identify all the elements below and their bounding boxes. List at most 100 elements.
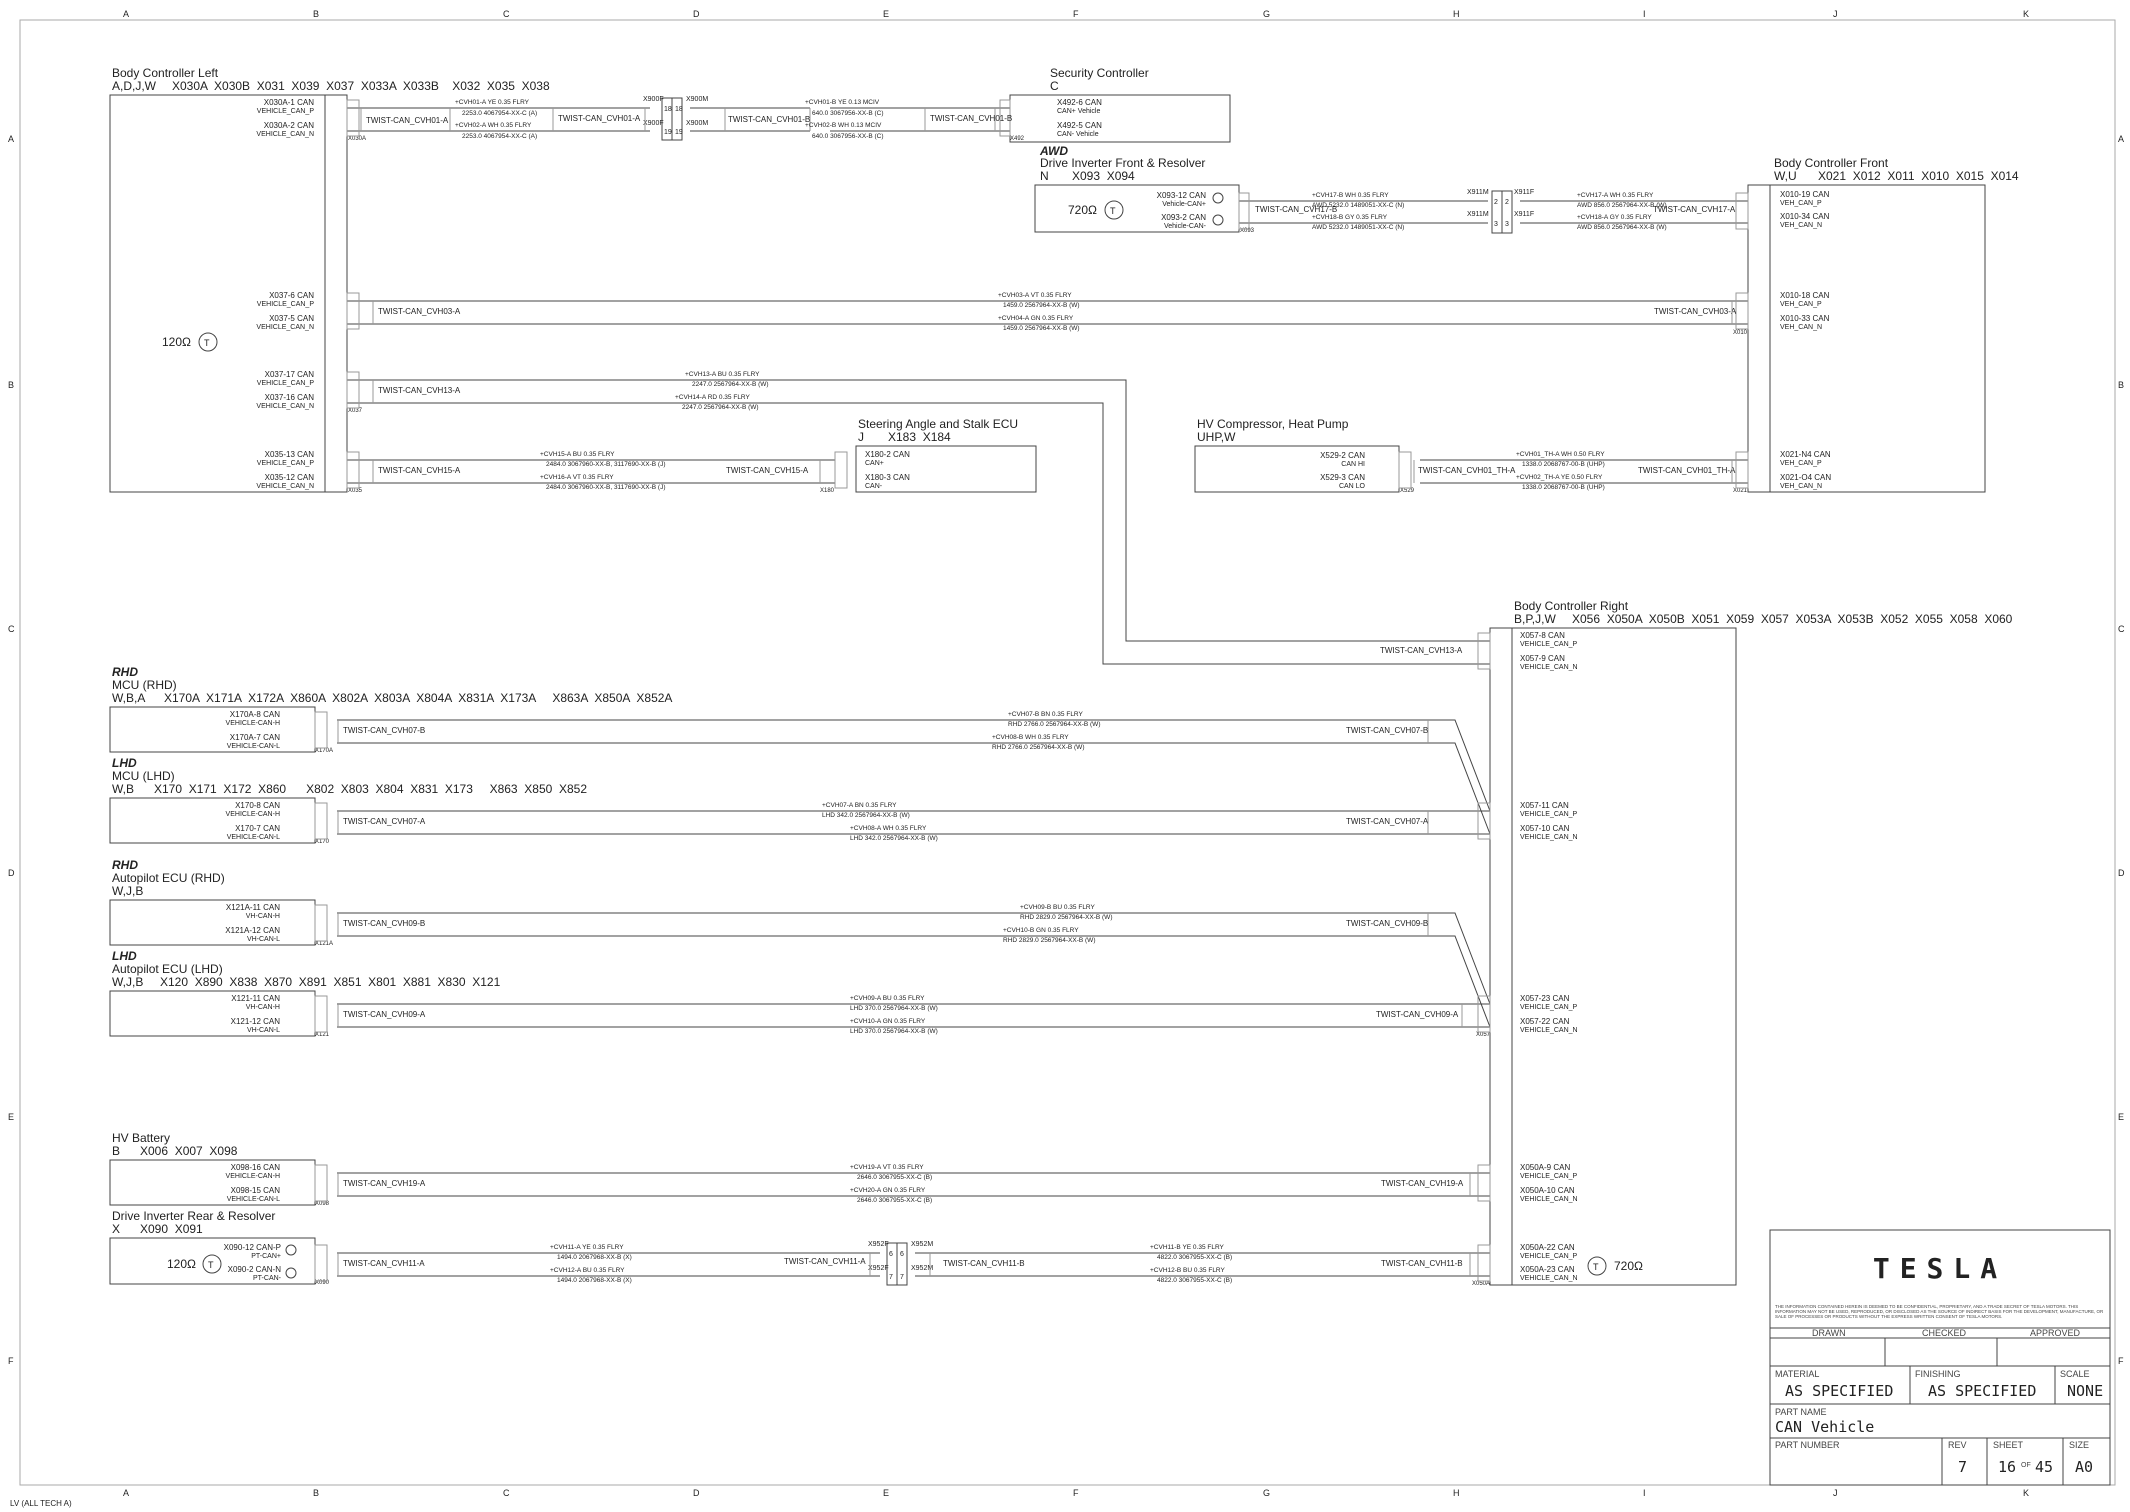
bcf-box xyxy=(1769,184,1986,493)
pin-bcl-2-sig: VEHICLE_CAN_N xyxy=(256,131,314,138)
pin-bcr-6-sig: VEHICLE_CAN_N xyxy=(1520,1027,1578,1034)
splice-pin-2: 18 xyxy=(675,106,683,113)
wire-spec-28-b: 1494.0 2067968-XX-B (X) xyxy=(557,1277,632,1284)
bcr-rhs-header-5 xyxy=(1477,1244,1491,1282)
pin-bcr-8-sig: VEHICLE_CAN_N xyxy=(1520,1196,1578,1203)
twist-11: TWIST-CAN_CVH15-A xyxy=(726,466,809,475)
sec-header xyxy=(999,99,1011,137)
pin-sas-1-sig: CAN+ xyxy=(865,460,884,467)
pin-bcl-5: X037-17 CAN xyxy=(265,370,315,379)
splice-pin-12: 7 xyxy=(900,1274,904,1281)
pin-hvc-1-sig: CAN HI xyxy=(1341,461,1365,468)
dif-pin-circle-2 xyxy=(1212,214,1224,226)
tesla-logo: TESLA xyxy=(1873,1252,2007,1285)
pin-apr-2-sig: VH-CAN-L xyxy=(247,936,280,943)
tb-disclaimer: THE INFORMATION CONTAINED HEREIN IS DEEM… xyxy=(1775,1304,2104,1319)
mcul-header xyxy=(314,802,328,840)
wire-spec-20-b: LHD 342.0 2567964-XX-B (W) xyxy=(850,835,938,842)
wire-spec-18-b: RHD 2766.0 2567964-XX-B (W) xyxy=(992,744,1085,751)
pin-apl-1: X121-11 CAN xyxy=(231,994,280,1003)
dif-title: Drive Inverter Front & Resolver xyxy=(1040,156,1205,170)
twist-bracket-5 xyxy=(372,301,1733,324)
tb-approved: APPROVED xyxy=(2030,1328,2081,1338)
wire-spec-6-b: AWD 5232.0 1489051-XX-C (N) xyxy=(1312,224,1404,231)
bcl-x037-header xyxy=(346,292,360,330)
wire-spec-12-a: +CVH14-A RD 0.35 FLRY xyxy=(675,394,751,401)
pin-hvc-1: X529-2 CAN xyxy=(1320,451,1365,460)
pin-dif-1-sig: Vehicle-CAN+ xyxy=(1162,201,1206,208)
twist-17: TWIST-CAN_CVH07-A xyxy=(343,817,426,826)
mcul-box xyxy=(109,797,316,844)
pin-bcl-7: X035-13 CAN xyxy=(265,450,315,459)
grid-top-k: K xyxy=(2023,9,2029,19)
bcl-x035-header xyxy=(346,451,360,489)
bcf-connectors: X021 X012 X011 X010 X015 X014 xyxy=(1818,169,2019,183)
grid-right-c: C xyxy=(2118,624,2125,634)
apr-conn-tag: X121A xyxy=(315,941,333,947)
wire-spec-6-a: +CVH18-B GY 0.35 FLRY xyxy=(1312,214,1388,221)
dir-term-label: 120Ω xyxy=(167,1257,196,1271)
twist-26: TWIST-CAN_CVH11-A xyxy=(784,1257,866,1266)
pin-bcr-10: X050A-23 CAN xyxy=(1520,1265,1575,1274)
hvb-conn-tag: X098 xyxy=(315,1201,330,1207)
pin-dir-2-sig: PT-CAN- xyxy=(253,1275,282,1282)
splice-pin-10: 6 xyxy=(900,1251,904,1258)
wire-spec-8-a: +CVH18-A GY 0.35 FLRY xyxy=(1577,214,1652,221)
sas-connectors: X183 X184 xyxy=(888,430,951,444)
pin-bcr-3: X057-11 CAN xyxy=(1520,801,1569,810)
grid-bot-a: A xyxy=(123,1488,129,1498)
dir-termination-icon xyxy=(202,1254,222,1274)
dir-conn-tag: X090 xyxy=(315,1280,330,1286)
mcul-title: MCU (LHD) xyxy=(112,769,175,783)
wire-spec-30-a: +CVH12-B BU 0.35 FLRY xyxy=(1150,1267,1226,1274)
twist-20: TWIST-CAN_CVH09-B xyxy=(1346,919,1428,928)
wire-spec-5-b: AWD 5232.0 1489051-XX-C (N) xyxy=(1312,202,1404,209)
wire-spec-4-a: +CVH02-B WH 0.13 MCIV xyxy=(805,122,882,129)
dir-pin-circle-2 xyxy=(285,1267,297,1279)
splice-label-2: X900M xyxy=(686,96,708,103)
pin-bcr-5: X057-23 CAN xyxy=(1520,994,1570,1003)
tb-part-name-label: PART NAME xyxy=(1775,1407,1827,1417)
bcl-termination-t: T xyxy=(204,338,210,348)
twist-6: TWIST-CAN_CVH17-A xyxy=(1653,205,1736,214)
splice-label-10: X952M xyxy=(911,1241,933,1248)
wire-spec-24-a: +CVH10-A GN 0.35 FLRY xyxy=(850,1018,926,1025)
pin-apl-2: X121-12 CAN xyxy=(231,1017,281,1026)
pin-hvc-2-sig: CAN LO xyxy=(1339,483,1366,490)
pin-mcul-2-sig: VEHICLE-CAN-L xyxy=(227,834,280,841)
twist-28: TWIST-CAN_CVH11-B xyxy=(1381,1259,1463,1268)
twist-8: TWIST-CAN_CVH03-A xyxy=(1654,307,1737,316)
wire-spec-27-a: +CVH11-A YE 0.35 FLRY xyxy=(550,1244,624,1251)
hvb-connectors: X006 X007 X098 xyxy=(140,1144,238,1158)
wire-spec-26-a: +CVH20-A GN 0.35 FLRY xyxy=(850,1187,926,1194)
bcr-rhs-header-2 xyxy=(1477,802,1491,840)
twist-bracket-13 xyxy=(337,1173,1471,1196)
wire-spec-24-b: LHD 370.0 2567964-XX-B (W) xyxy=(850,1028,938,1035)
hvc-title: HV Compressor, Heat Pump xyxy=(1197,417,1349,431)
grid-top-a: A xyxy=(123,9,129,19)
pin-bcf-1-sig: VEH_CAN_P xyxy=(1780,200,1822,207)
bcr-connector-strip xyxy=(1489,627,1513,1286)
wire-spec-9-b: 1459.0 2567964-XX-B (W) xyxy=(1003,302,1080,309)
splice-pin-11: 7 xyxy=(889,1274,893,1281)
pin-bcl-6: X037-16 CAN xyxy=(265,393,315,402)
pin-bcr-8: X050A-10 CAN xyxy=(1520,1186,1575,1195)
pin-sas-1: X180-2 CAN xyxy=(865,450,910,459)
pin-bcl-5-sig: VEHICLE_CAN_P xyxy=(257,380,315,387)
bcl-title: Body Controller Left xyxy=(112,66,219,80)
twist-5: TWIST-CAN_CVH17-B xyxy=(1255,205,1337,214)
wire-spec-17-a: +CVH07-B BN 0.35 FLRY xyxy=(1008,711,1084,718)
dif-header xyxy=(1238,192,1250,230)
sas-title: Steering Angle and Stalk ECU xyxy=(858,417,1018,431)
wire-spec-29-b: 4822.0 3067955-XX-C (B) xyxy=(1157,1254,1232,1261)
twist-bracket-10 xyxy=(337,811,1429,834)
apl-box xyxy=(109,990,316,1037)
wire-spec-7-b: AWD 856.0 2567964-XX-B (W) xyxy=(1577,202,1667,209)
twist-bracket-2 xyxy=(552,108,646,131)
pin-bcf-3-sig: VEH_CAN_P xyxy=(1780,301,1822,308)
splice-label-8: X911F xyxy=(1514,211,1534,218)
pin-bcl-8-sig: VEHICLE_CAN_N xyxy=(256,483,314,490)
pin-apr-1: X121A-11 CAN xyxy=(226,903,280,912)
pin-bcl-4-sig: VEHICLE_CAN_N xyxy=(256,324,314,331)
bcr-rhs-header-3 xyxy=(1477,995,1491,1033)
